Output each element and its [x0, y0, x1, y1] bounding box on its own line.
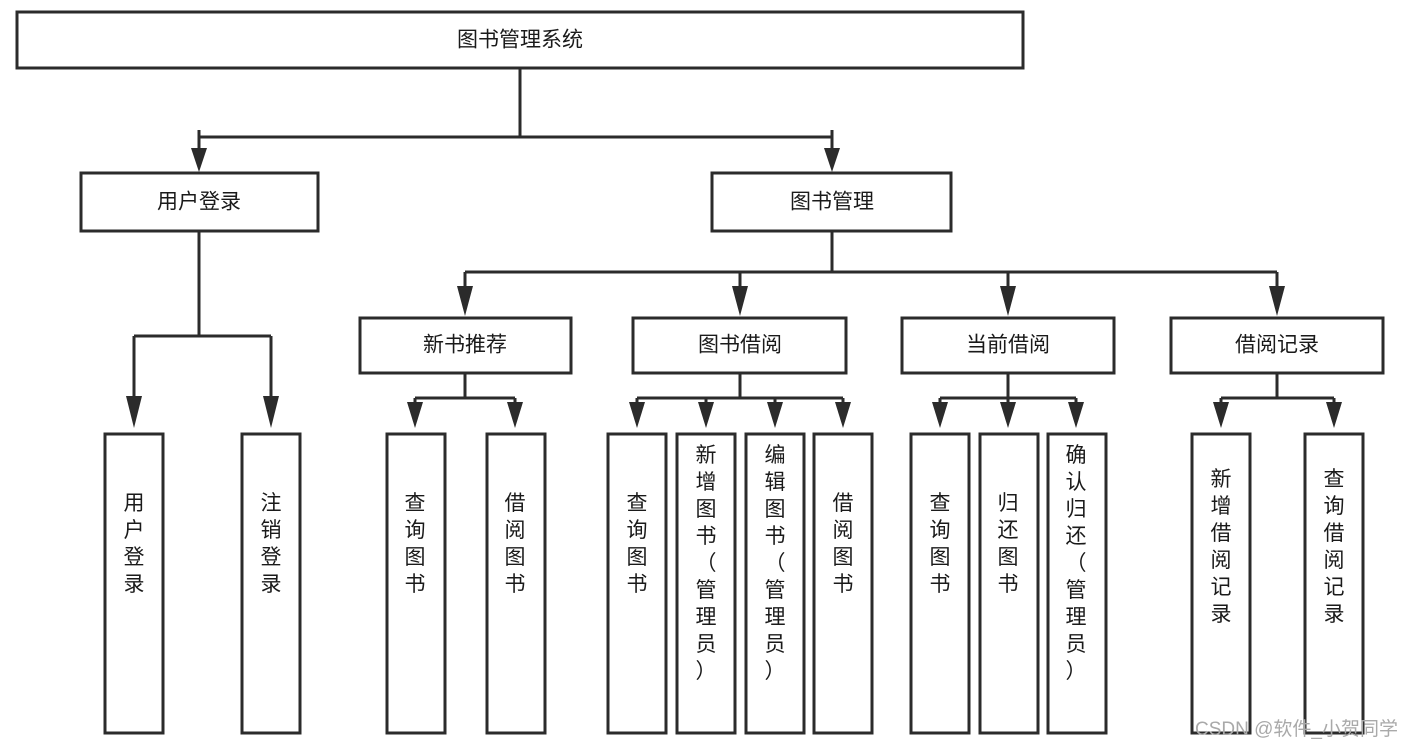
- node-current-borrow-box[interactable]: [900, 316, 1116, 375]
- node-leaf-borrow-book-1[interactable]: 借阅图书: [485, 432, 547, 735]
- arrowhead-leaf-query-record: [1326, 402, 1342, 428]
- node-leaf-return-book-label: 归还图书: [998, 492, 1019, 596]
- node-leaf-add-book-box[interactable]: [675, 432, 737, 735]
- connector-book-borrow-children: [629, 373, 851, 428]
- node-leaf-add-book-label: 新增图书（管理员）: [696, 444, 717, 683]
- node-leaf-return-book[interactable]: 归还图书: [978, 432, 1040, 735]
- arrowhead-leaf-confirm-return: [1068, 402, 1084, 428]
- node-new-book-rec[interactable]: 新书推荐: [358, 316, 573, 375]
- arrowhead-leaf-query-book-2: [629, 402, 645, 428]
- arrowhead-leaf-query-book-3: [932, 402, 948, 428]
- node-leaf-query-book-1-label: 查询图书: [405, 492, 426, 596]
- node-book-manage[interactable]: 图书管理: [710, 171, 953, 233]
- node-root-label: 图书管理系统: [457, 29, 583, 52]
- arrowhead-current-borrow: [1000, 286, 1016, 316]
- node-book-manage-label: 图书管理: [790, 191, 874, 214]
- node-new-book-rec-box[interactable]: [358, 316, 573, 375]
- node-leaf-query-book-2[interactable]: 查询图书: [606, 432, 668, 735]
- arrowhead-book-manage: [824, 148, 840, 172]
- node-leaf-confirm-return-box[interactable]: [1046, 432, 1108, 735]
- node-book-borrow[interactable]: 图书借阅: [631, 316, 848, 375]
- node-leaf-query-book-2-label: 查询图书: [627, 492, 648, 596]
- arrowhead-new-book-rec: [457, 286, 473, 316]
- connector-layer: [126, 68, 1342, 428]
- arrowhead-leaf-add-book: [698, 402, 714, 428]
- node-current-borrow-label: 当前借阅: [966, 334, 1050, 357]
- connector-user-login-children: [126, 231, 279, 428]
- node-root-box[interactable]: [15, 10, 1025, 70]
- node-leaf-query-record-box[interactable]: [1303, 432, 1365, 735]
- node-leaf-confirm-return-label: 确认归还（管理员）: [1066, 444, 1087, 683]
- leaf-nodes-layer: 用户登录 注销登录 查询图书 借阅图书 查询图书 新增图书（管理员）: [103, 432, 1365, 735]
- arrowhead-borrow-record: [1269, 286, 1285, 316]
- arrowhead-book-borrow: [732, 286, 748, 316]
- node-leaf-return-book-box[interactable]: [978, 432, 1040, 735]
- node-root[interactable]: 图书管理系统: [15, 10, 1025, 70]
- node-borrow-record[interactable]: 借阅记录: [1169, 316, 1385, 375]
- arrowhead-user-login: [191, 148, 207, 172]
- node-borrow-record-label: 借阅记录: [1235, 334, 1319, 357]
- node-leaf-user-logout[interactable]: 注销登录: [240, 432, 302, 735]
- node-leaf-user-logout-label: 注销登录: [261, 492, 282, 596]
- node-leaf-user-login[interactable]: 用户登录: [103, 432, 165, 735]
- node-book-borrow-box[interactable]: [631, 316, 848, 375]
- node-leaf-query-book-2-box[interactable]: [606, 432, 668, 735]
- node-book-manage-box[interactable]: [710, 171, 953, 233]
- node-current-borrow[interactable]: 当前借阅: [900, 316, 1116, 375]
- node-user-login[interactable]: 用户登录: [79, 171, 320, 233]
- csdn-watermark: CSDN @软件_小贺同学: [1195, 718, 1398, 740]
- node-leaf-user-logout-box[interactable]: [240, 432, 302, 735]
- arrowhead-leaf-return-book: [1000, 402, 1016, 428]
- node-leaf-user-login-label: 用户登录: [124, 492, 145, 596]
- node-book-borrow-label: 图书借阅: [698, 334, 782, 357]
- node-leaf-query-book-1[interactable]: 查询图书: [385, 432, 447, 735]
- node-leaf-edit-book[interactable]: 编辑图书（管理员）: [744, 432, 806, 735]
- node-leaf-confirm-return[interactable]: 确认归还（管理员）: [1046, 432, 1108, 735]
- node-leaf-add-record-box[interactable]: [1190, 432, 1252, 735]
- arrowhead-leaf-user-login: [126, 396, 142, 428]
- node-borrow-record-box[interactable]: [1169, 316, 1385, 375]
- connector-current-borrow-children: [932, 373, 1084, 428]
- node-leaf-edit-book-box[interactable]: [744, 432, 806, 735]
- node-leaf-query-book-3[interactable]: 查询图书: [909, 432, 971, 735]
- arrowhead-leaf-user-logout: [263, 396, 279, 428]
- node-new-book-rec-label: 新书推荐: [423, 334, 507, 357]
- connector-borrow-record-children: [1213, 373, 1342, 428]
- arrowhead-leaf-borrow-book-1: [507, 402, 523, 428]
- node-leaf-query-record-label: 查询借阅记录: [1324, 468, 1345, 626]
- arrowhead-leaf-edit-book: [767, 402, 783, 428]
- node-leaf-borrow-book-1-box[interactable]: [485, 432, 547, 735]
- node-leaf-add-record[interactable]: 新增借阅记录: [1190, 432, 1252, 735]
- node-leaf-borrow-book-2-box[interactable]: [812, 432, 874, 735]
- connector-book-manage-children: [457, 231, 1285, 316]
- node-leaf-query-record[interactable]: 查询借阅记录: [1303, 432, 1365, 735]
- node-leaf-query-book-3-label: 查询图书: [930, 492, 951, 596]
- node-leaf-borrow-book-1-label: 借阅图书: [505, 492, 526, 596]
- node-leaf-add-record-label: 新增借阅记录: [1211, 468, 1232, 626]
- node-leaf-add-book[interactable]: 新增图书（管理员）: [675, 432, 737, 735]
- node-leaf-borrow-book-2-label: 借阅图书: [833, 492, 854, 596]
- arrowhead-leaf-query-book-1: [407, 402, 423, 428]
- node-leaf-query-book-1-box[interactable]: [385, 432, 447, 735]
- connector-new-book-rec-children: [407, 373, 523, 428]
- node-user-login-box[interactable]: [79, 171, 320, 233]
- arrowhead-leaf-add-record: [1213, 402, 1229, 428]
- node-leaf-user-login-box[interactable]: [103, 432, 165, 735]
- node-leaf-query-book-3-box[interactable]: [909, 432, 971, 735]
- node-user-login-label: 用户登录: [157, 191, 241, 214]
- arrowhead-leaf-borrow-book-2: [835, 402, 851, 428]
- node-leaf-borrow-book-2[interactable]: 借阅图书: [812, 432, 874, 735]
- node-leaf-edit-book-label: 编辑图书（管理员）: [765, 444, 786, 683]
- connector-root-to-level1: [191, 68, 840, 172]
